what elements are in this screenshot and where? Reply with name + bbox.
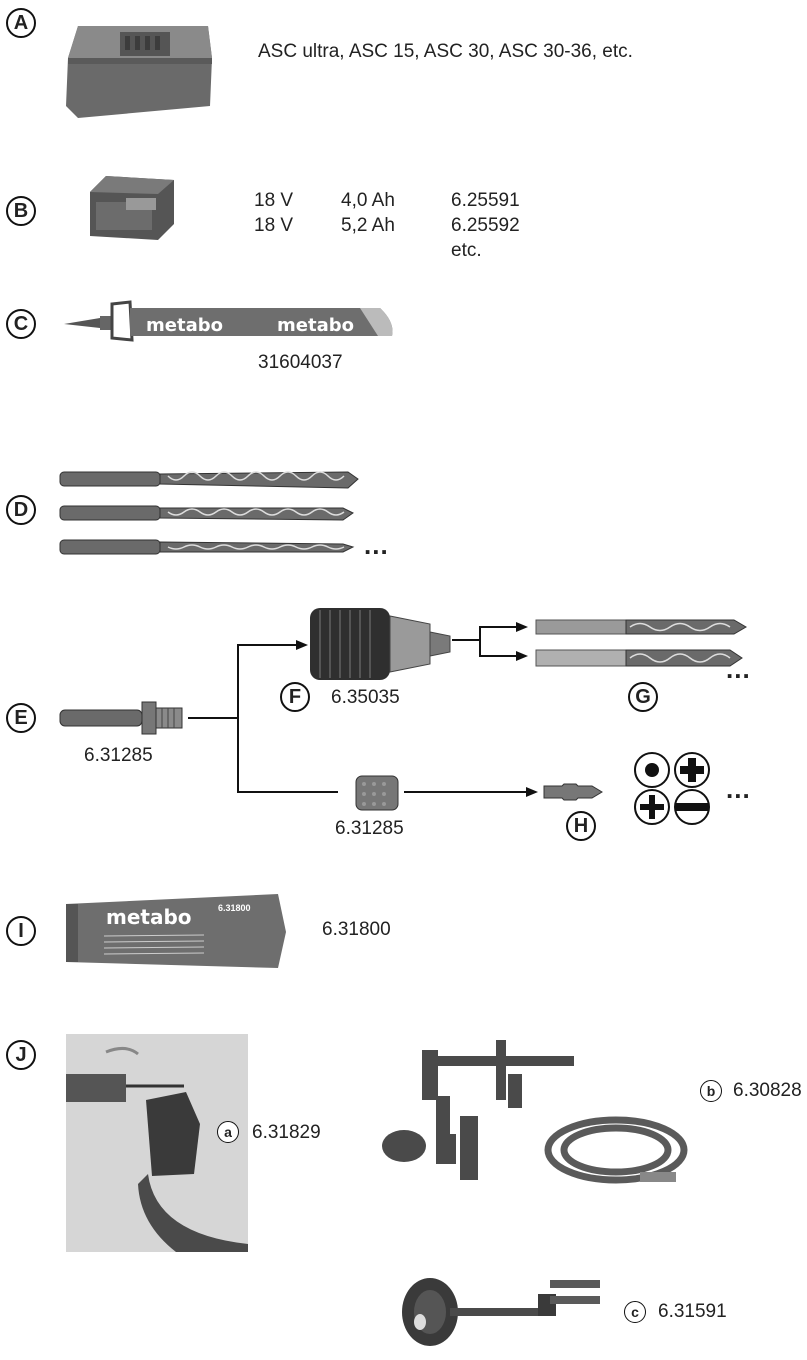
strap-code: 31604037 — [258, 352, 343, 373]
section-h-badge: H — [566, 811, 596, 841]
battery-row-2-code: 6.25592 — [451, 215, 520, 236]
bit-holder-icon — [355, 775, 399, 811]
battery-pack-icon — [90, 176, 174, 240]
screwdriver-bit-icon — [543, 783, 603, 801]
dust-collector-icon — [402, 1278, 600, 1346]
sds-adapter-icon — [59, 701, 183, 735]
section-d-badge: D — [6, 495, 36, 525]
item-a-badge: a — [217, 1121, 239, 1143]
diagram-connector-lines — [188, 622, 538, 797]
twist-drill-icon — [535, 619, 747, 667]
item-a-code: 6.31829 — [252, 1122, 321, 1143]
screw-heads-more: ... — [726, 774, 751, 804]
section-g-badge: G — [628, 682, 658, 712]
adapter-code: 6.31285 — [84, 745, 153, 766]
section-j-badge: J — [6, 1040, 36, 1070]
section-f-badge: F — [280, 682, 310, 712]
dust-extractor-icon — [66, 1034, 248, 1252]
section-a-badge: A — [6, 8, 36, 38]
battery-row-2-capacity: 5,2 Ah — [341, 215, 395, 236]
item-b-badge: b — [700, 1080, 722, 1102]
item-c-code: 6.31591 — [658, 1301, 727, 1322]
grease-code: 6.31800 — [322, 919, 391, 940]
strap-icon — [64, 300, 393, 342]
section-i-badge: I — [6, 916, 36, 946]
section-a-text: ASC ultra, ASC 15, ASC 30, ASC 30-36, et… — [258, 41, 633, 62]
drill-stand-kit-icon — [382, 1040, 688, 1184]
battery-row-1-volt: 18 V — [254, 190, 294, 211]
item-b-code: 6.30828 — [733, 1080, 802, 1101]
sds-drill-bit-icon — [59, 471, 359, 555]
drills-more: ... — [726, 654, 751, 684]
chuck-code: 6.35035 — [331, 687, 400, 708]
strap-brand-1: metabo — [146, 315, 223, 336]
section-c-badge: C — [6, 309, 36, 339]
battery-row-2-volt: 18 V — [254, 215, 294, 236]
section-e-badge: E — [6, 703, 36, 733]
strap-brand-2: metabo — [277, 315, 354, 336]
tube-code: 6.31800 — [218, 903, 251, 913]
section-b-badge: B — [6, 196, 36, 226]
screw-head-icon — [634, 752, 710, 825]
charger-icon — [66, 26, 212, 118]
bit-holder-code: 6.31285 — [335, 818, 404, 839]
item-c-badge: c — [624, 1301, 646, 1323]
battery-etc: etc. — [451, 240, 482, 261]
drill-chuck-icon — [310, 608, 451, 680]
tube-brand: metabo — [106, 905, 192, 929]
battery-row-1-capacity: 4,0 Ah — [341, 190, 395, 211]
battery-row-1-code: 6.25591 — [451, 190, 520, 211]
grease-tube-icon — [66, 894, 286, 968]
